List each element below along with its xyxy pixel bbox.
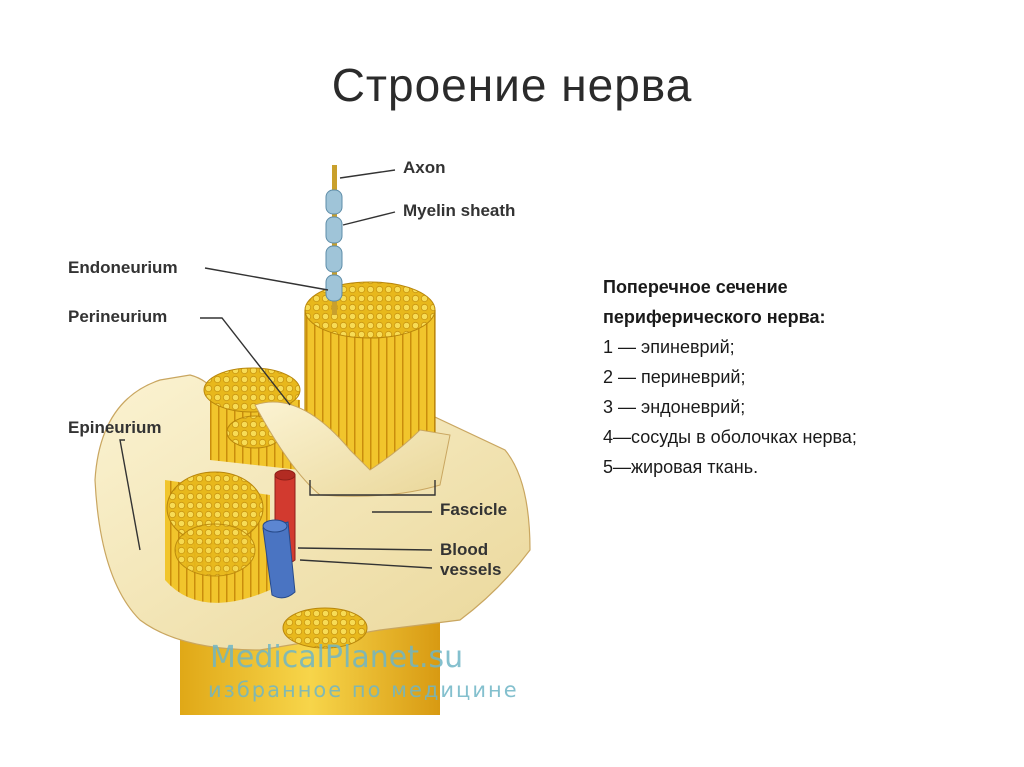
watermark-site: MedicalPlanet.su [210, 640, 464, 675]
caption-item: 3 — эндоневрий; [603, 397, 746, 417]
label-vessels: vessels [440, 560, 502, 579]
label-myelin-sheath: Myelin sheath [403, 201, 516, 220]
nerve-illustration [94, 165, 531, 715]
label-fascicle: Fascicle [440, 500, 508, 519]
caption-heading-1: Поперечное сечение [603, 277, 788, 297]
caption-heading-2: периферического нерва: [603, 307, 826, 327]
label-axon: Axon [403, 158, 446, 177]
watermark-tagline: избранное по медицине [208, 678, 519, 702]
caption-item: 4—сосуды в оболочках нерва; [603, 427, 857, 447]
label-perineurium: Perineurium [68, 307, 168, 326]
caption-item: 2 — периневрий; [603, 367, 746, 387]
perineurium-flap [254, 401, 451, 497]
caption-block: Поперечное сечение периферического нерва… [603, 272, 1003, 482]
label-epineurium: Epineurium [68, 418, 162, 437]
axon-myelin [325, 165, 343, 315]
slide-title: Строение нерва [331, 59, 693, 111]
label-blood: Blood [440, 540, 489, 559]
fascicle-left [165, 471, 270, 603]
blood-vessels [262, 469, 296, 599]
caption-item: 5—жировая ткань. [603, 457, 759, 477]
nerve-diagram: Axon Myelin sheath Endoneurium Perineuri… [60, 150, 560, 720]
leader-lines [119, 169, 436, 569]
caption-item: 1 — эпиневрий; [603, 337, 735, 357]
fascicle-bottom [282, 607, 368, 649]
label-endoneurium: Endoneurium [68, 258, 178, 277]
